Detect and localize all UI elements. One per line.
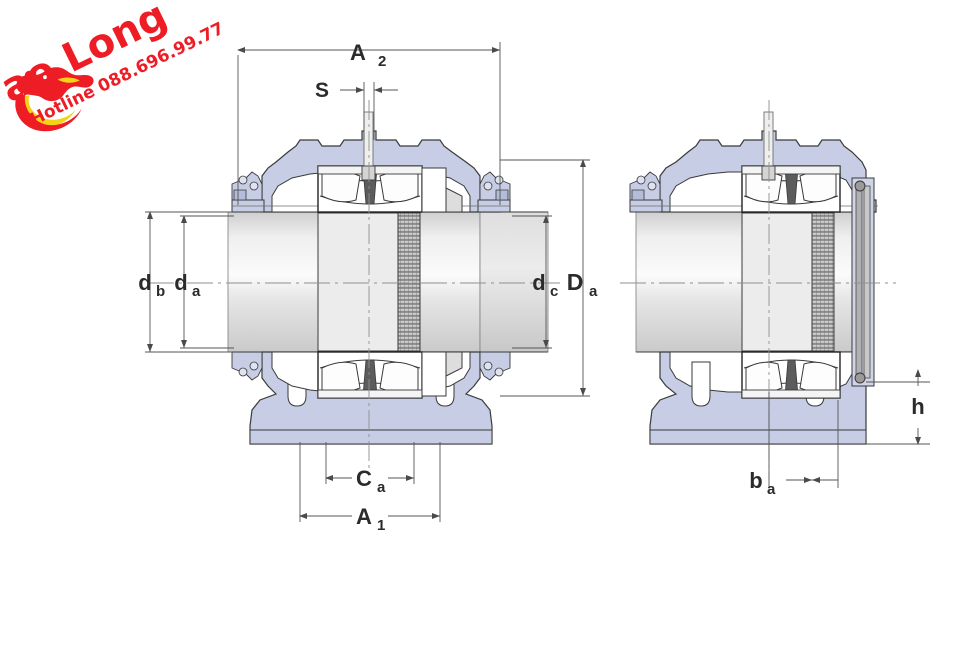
label-Ca: C — [356, 466, 372, 491]
spherical-roller-bearing-lower — [317, 351, 423, 399]
label-Da: D — [567, 269, 584, 295]
label-Da-sub: a — [589, 283, 598, 300]
seal-left-upper-right-view — [629, 171, 661, 201]
spherical-roller-bearing-lower-right — [741, 351, 841, 399]
end-cover — [851, 177, 875, 387]
label-ba-sub: a — [767, 481, 776, 498]
seal-left-upper — [231, 171, 263, 201]
label-A1: A — [356, 504, 372, 529]
adapter-sleeve — [317, 212, 421, 352]
seal-right-lower — [479, 351, 511, 381]
spherical-roller-bearing-upper-right — [741, 165, 841, 213]
label-db-sub: b — [156, 283, 165, 300]
label-A2-sub: 2 — [378, 53, 386, 70]
dimension-labels-left: A 2 S d b d a d c D a C a A 1 — [138, 40, 598, 534]
cap-bolt-hole-right — [761, 111, 776, 181]
label-db: d — [138, 270, 151, 295]
left-view-assembly — [148, 100, 560, 470]
label-dc: d — [532, 270, 545, 295]
adapter-sleeve-right — [741, 212, 835, 352]
label-A2: A — [350, 40, 366, 65]
seal-right-upper — [479, 171, 511, 201]
seal-left-lower — [231, 351, 263, 381]
dimension-set-right — [768, 369, 930, 488]
label-Ca-sub: a — [377, 479, 386, 496]
label-h: h — [911, 394, 924, 419]
label-ba: b — [749, 468, 762, 493]
label-da: d — [174, 270, 187, 295]
label-S: S — [315, 79, 329, 102]
dimension-labels-right: h b a — [749, 394, 924, 498]
label-dc-sub: c — [550, 283, 558, 300]
cap-bolt-hole — [361, 111, 376, 181]
label-A1-sub: 1 — [377, 517, 385, 534]
label-da-sub: a — [192, 283, 201, 300]
lock-nut — [421, 167, 463, 397]
right-view-assembly — [620, 100, 896, 480]
dimension-set-left — [145, 42, 590, 522]
